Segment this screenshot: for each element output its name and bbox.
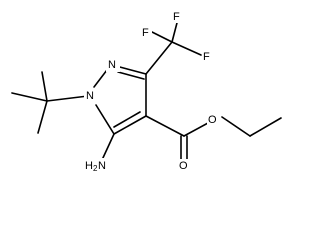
bond-tBu-me2 xyxy=(11,92,48,102)
bond-Oester-CH2 xyxy=(221,116,251,137)
bond-C5-N1 xyxy=(95,104,115,135)
atom-F-top: F xyxy=(173,11,180,23)
bond-C5-NH2 xyxy=(101,133,115,161)
atom-O-ester: O xyxy=(208,114,217,126)
atom-amino-N: N xyxy=(98,160,106,172)
atom-O-carbonyl: O xyxy=(179,160,188,172)
chemical-structure-diagram: F F F N N O O H 2 N xyxy=(11,10,282,174)
bond-CH2-CH3 xyxy=(249,117,282,137)
bond-tBu-me3 xyxy=(37,100,48,134)
atom-F-left: F xyxy=(142,27,149,39)
atom-amino-H: H xyxy=(85,160,93,172)
bond-carbonylC-Oester xyxy=(183,122,209,137)
bond-C3-CF3 xyxy=(145,41,173,75)
bond-N2-C3-a xyxy=(115,65,147,75)
atom-N-lower: N xyxy=(86,90,94,102)
atom-amino-subscript: 2 xyxy=(93,164,98,173)
atom-F-right: F xyxy=(203,51,210,63)
bond-C4-C5-b xyxy=(113,111,141,128)
bond-CF3-Fleft xyxy=(151,31,173,43)
bond-N1-tBu xyxy=(46,95,89,102)
bond-C4-carbonylC xyxy=(145,115,185,137)
bond-tBu-me1 xyxy=(41,71,48,102)
atom-N-upper: N xyxy=(108,59,116,71)
bond-C4-C5-a xyxy=(113,115,147,135)
bond-CF3-Fright xyxy=(171,41,202,56)
bond-N2-C3-b xyxy=(117,71,145,80)
